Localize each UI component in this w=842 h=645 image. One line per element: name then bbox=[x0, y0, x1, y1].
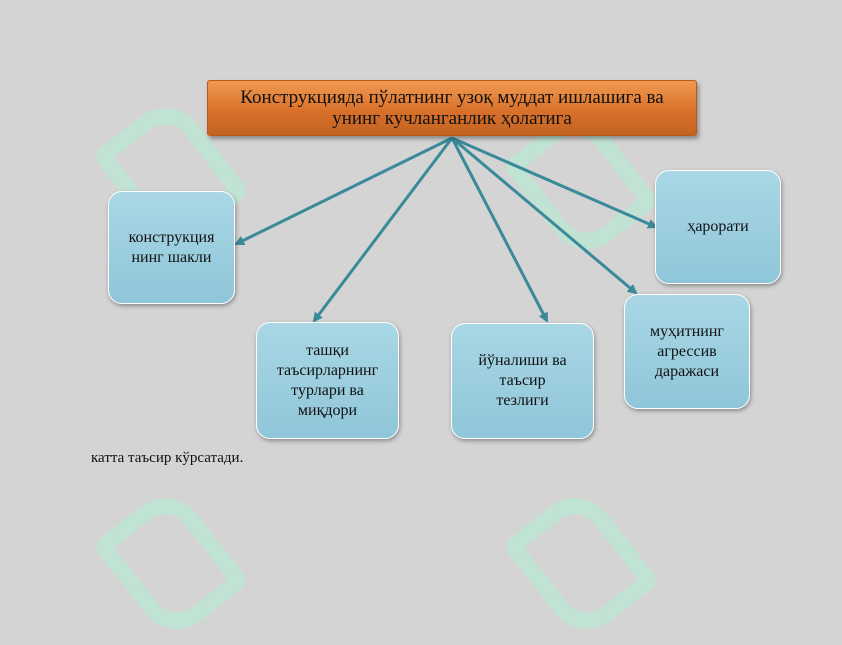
main-concept-text: Конструкцияда пўлатнинг узоқ муддат ишла… bbox=[240, 87, 664, 129]
arrows-layer bbox=[234, 136, 658, 323]
node-shape: конструкция нинг шакли bbox=[108, 191, 235, 304]
node-external-effects-text: ташқи таъсирларнинг турлари ва миқдори bbox=[276, 341, 379, 419]
arrow-to-shape bbox=[234, 136, 453, 246]
node-direction-speed-text: йўналиши ва таъсир тезлиги bbox=[478, 352, 567, 409]
node-external-effects: ташқи таъсирларнинг турлари ва миқдори bbox=[256, 322, 399, 439]
node-temperature-text: ҳарорати bbox=[687, 218, 749, 235]
arrow-to-direction bbox=[450, 137, 549, 323]
node-shape-text: конструкция нинг шакли bbox=[128, 228, 215, 266]
node-environment-text: муҳитнинг агрессив даражаси bbox=[650, 322, 724, 380]
arrow-to-environment bbox=[451, 136, 638, 295]
arrow-to-external bbox=[312, 137, 454, 323]
main-concept-box: Конструкцияда пўлатнинг узоқ муддат ишла… bbox=[207, 80, 697, 136]
node-environment: муҳитнинг агрессив даражаси bbox=[624, 294, 750, 409]
caption-text: катта таъсир кўрсатади. bbox=[91, 450, 244, 466]
arrow-to-temperature bbox=[451, 136, 658, 229]
node-direction-speed: йўналиши ва таъсир тезлиги bbox=[451, 323, 594, 439]
node-temperature: ҳарорати bbox=[655, 170, 781, 284]
